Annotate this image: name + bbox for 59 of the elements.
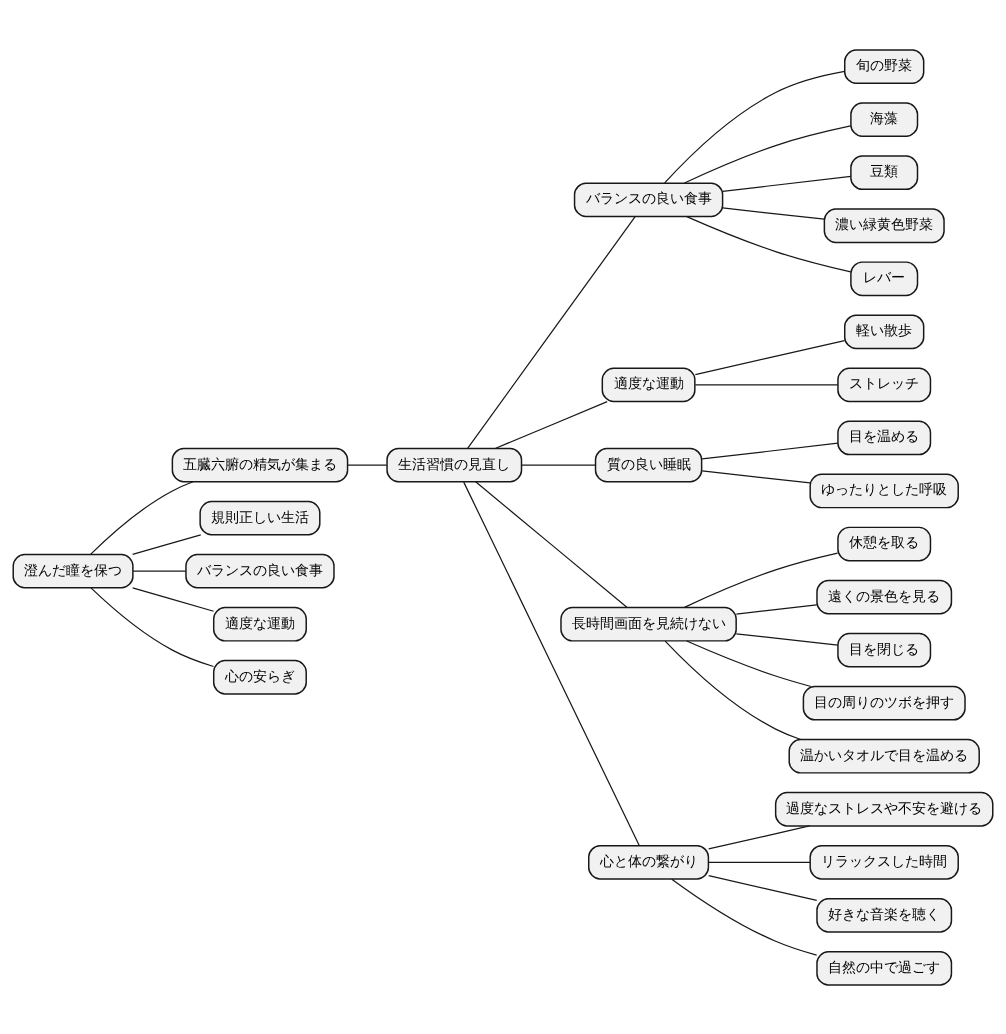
connector (671, 878, 818, 956)
connector (132, 570, 187, 572)
node-box: 遠くの景色を見る (816, 579, 953, 614)
node-box: 休憩を取る (837, 526, 932, 561)
connector (463, 481, 640, 846)
connector (475, 480, 628, 608)
connector (708, 874, 818, 901)
node-box: 好きな音楽を聴く (816, 897, 953, 933)
node-box: 澄んだ瞳を保つ (12, 553, 134, 589)
connector (735, 632, 839, 646)
connector (735, 603, 818, 615)
node-box: 心の安らぎ (212, 659, 307, 695)
node-box: レバー (850, 260, 919, 296)
connector (467, 215, 636, 449)
node-box: リラックスした時間 (809, 844, 959, 880)
node-box: バランスの良い食事 (185, 553, 335, 589)
connector (701, 469, 811, 483)
node-box: 質の良い睡眠 (594, 447, 703, 482)
node-box: 温かいタオルで目を温める (788, 738, 980, 774)
connector (722, 206, 825, 220)
node-box: 目の周りのツボを押す (802, 685, 966, 721)
node-box: 五臓六腑の精気が集まる (171, 447, 349, 482)
node-box: 心と体の繋がり (588, 844, 710, 880)
connector (708, 861, 811, 863)
connector (495, 400, 608, 449)
connector (132, 533, 202, 555)
node-box: 海藻 (850, 101, 919, 137)
connector (520, 463, 596, 466)
connector (132, 586, 215, 612)
node-box: 自然の中で過ごす (816, 950, 953, 986)
connector (90, 586, 215, 667)
node-box: 規則正しい生活 (199, 500, 321, 535)
node-box: ゆったりとした呼吸 (809, 473, 959, 508)
connector (694, 339, 846, 375)
node-box: 軽い散歩 (844, 313, 925, 349)
node-box: 適度な運動 (212, 606, 307, 642)
connector (664, 70, 846, 183)
node-box: 旬の野菜 (844, 48, 925, 84)
node-box: バランスの良い食事 (573, 181, 724, 217)
connector (683, 124, 852, 184)
connector (686, 639, 812, 687)
node-box: ストレッチ (837, 367, 932, 402)
node-box: 過度なストレスや不安を避ける (774, 791, 994, 827)
node-box: 適度な運動 (601, 367, 696, 402)
connector (701, 442, 839, 460)
connector (346, 463, 388, 466)
connector (686, 215, 852, 272)
node-box: 濃い緑黄色野菜 (823, 207, 945, 243)
connector (722, 175, 852, 192)
node-box: 目を温める (837, 420, 932, 455)
connector (664, 639, 802, 740)
node-box: 長時間画面を見続けない (560, 606, 737, 642)
connector (694, 383, 839, 385)
connector (683, 552, 839, 608)
node-box: 豆類 (850, 154, 919, 190)
connector (708, 824, 811, 850)
node-box: 目を閉じる (837, 632, 932, 667)
connector (89, 480, 194, 555)
node-box: 生活習慣の見直し (386, 447, 523, 482)
